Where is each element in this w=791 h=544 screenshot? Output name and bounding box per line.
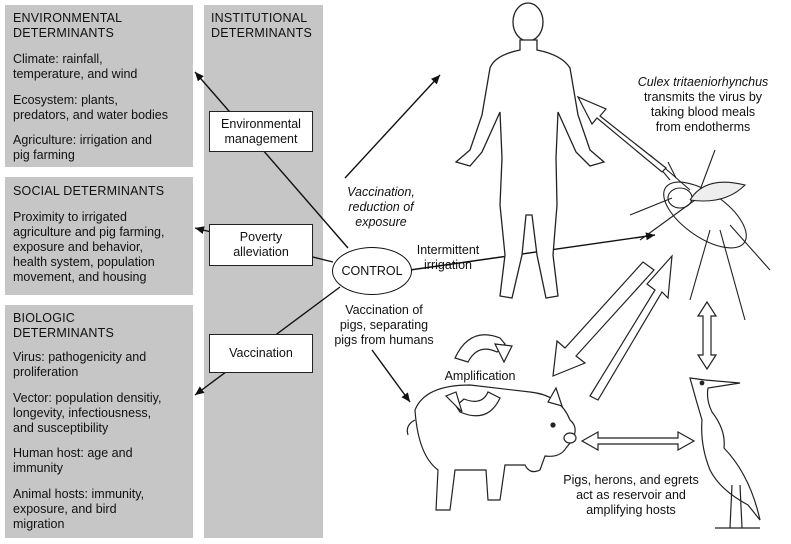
bio-vector-line-2: longevity, infectiousness, (13, 406, 152, 420)
mosquito-desc-line-1: transmits the virus by (643, 90, 763, 104)
control-label: CONTROL (341, 264, 403, 278)
hollow-arrows (552, 95, 718, 452)
bio-human-line-2: immunity (13, 461, 64, 475)
bio-animal-line-1: Animal hosts: immunity, (13, 487, 145, 501)
social-line-2: agriculture and pig farming, (13, 225, 165, 239)
heron-illustration (689, 377, 761, 529)
human-figure-illustration (454, 2, 606, 299)
human-vaccination-line-2: reduction of (348, 200, 414, 214)
pig-vaccination-note: Vaccination of pigs, separating pigs fro… (328, 303, 440, 348)
institutional-title-line-1: INSTITUTIONAL (211, 11, 308, 25)
pig-illustration (406, 384, 577, 511)
biologic-determinants-panel (5, 305, 193, 538)
bio-human-line-1: Human host: age and (13, 446, 133, 460)
social-line-1: Proximity to irrigated (13, 210, 127, 224)
env-ecosystem-line-2: predators, and water bodies (13, 108, 168, 122)
arrow-to-human (344, 74, 441, 179)
arrow-mosquito-to-pig (552, 261, 655, 377)
mosquito-illustration (629, 149, 771, 321)
reservoir-note: Pigs, herons, and egrets act as reservoi… (556, 473, 706, 518)
human-vaccination-note: Vaccination, reduction of exposure (340, 185, 422, 230)
vaccination-box: Vaccination (209, 334, 313, 373)
mosquito-species: Culex tritaeniorhynchus (637, 75, 769, 89)
social-line-4: health system, population (13, 255, 155, 269)
env-agriculture-line-2: pig farming (13, 148, 75, 162)
bio-vector-line-1: Vector: population densitiy, (13, 391, 162, 405)
environmental-determinants-panel (5, 5, 193, 167)
bio-vector-line-3: and susceptibility (13, 421, 109, 435)
social-line-3: exposure and behavior, (13, 240, 143, 254)
pig-vaccination-line-2: pigs, separating (339, 318, 429, 332)
environmental-management-box: Environmental management (209, 111, 313, 152)
arrow-pig-to-mosquito (589, 254, 673, 401)
reservoir-line-1: Pigs, herons, and egrets (563, 473, 699, 487)
poverty-line-1: Poverty (239, 230, 283, 244)
mosquito-note: Culex tritaeniorhynchus transmits the vi… (628, 75, 778, 135)
arrow-mosquito-to-human (576, 95, 667, 173)
arrow-to-mosquito (409, 232, 656, 271)
pig-vaccination-line-3: pigs from humans (334, 333, 434, 347)
bio-animal-line-2: exposure, and bird (13, 502, 117, 516)
amplification-cycle (444, 334, 513, 417)
env-agriculture-line-1: Agriculture: irrigation and (13, 133, 152, 147)
environmental-title-line-2: DETERMINANTS (13, 26, 115, 40)
irrigation-line-1: Intermittent (416, 243, 480, 257)
reservoir-line-2: act as reservoir and (576, 488, 686, 502)
social-line-5: movement, and housing (13, 270, 147, 284)
amplification-label: Amplification (444, 369, 516, 383)
env-climate-line-2: temperature, and wind (13, 67, 138, 81)
bio-animal-line-3: migration (13, 517, 65, 531)
arrow-mosquito-heron (696, 300, 718, 371)
arrow-to-pig (371, 349, 411, 403)
bio-virus-line-2: proliferation (13, 365, 79, 379)
institutional-determinants-panel (204, 5, 323, 538)
irrigation-line-2: irrigation (424, 258, 472, 272)
env-ecosystem-line-1: Ecosystem: plants, (13, 93, 118, 107)
bio-virus-line-1: Virus: pathogenicity and (13, 350, 147, 364)
human-vaccination-line-3: exposure (355, 215, 407, 229)
institutional-title-line-2: DETERMINANTS (211, 26, 313, 40)
vaccination-label: Vaccination (229, 346, 293, 360)
human-vaccination-line-1: Vaccination, (347, 185, 415, 199)
env-management-line-1: Environmental (221, 116, 301, 131)
environmental-title-line-1: ENVIRONMENTAL (13, 11, 123, 25)
arrow-to-environmental (194, 71, 349, 249)
biologic-title-line-1: BIOLOGIC (13, 311, 76, 325)
reservoir-line-3: amplifying hosts (586, 503, 676, 517)
poverty-alleviation-box: Poverty alleviation (209, 224, 313, 266)
pig-vaccination-line-1: Vaccination of (345, 303, 423, 317)
social-title: SOCIAL DETERMINANTS (13, 184, 165, 198)
poverty-line-2: alleviation (233, 245, 289, 259)
control-node: CONTROL (332, 247, 412, 295)
social-determinants-panel (5, 177, 193, 295)
biologic-title-line-2: DETERMINANTS (13, 326, 115, 340)
arrow-pig-heron (580, 430, 696, 452)
env-management-line-2: management (224, 131, 298, 146)
mosquito-desc-line-3: from endotherms (655, 120, 751, 134)
env-climate-line-1: Climate: rainfall, (13, 52, 103, 66)
irrigation-note: Intermittent irrigation (408, 243, 488, 273)
mosquito-desc-line-2: taking blood meals (650, 105, 756, 119)
